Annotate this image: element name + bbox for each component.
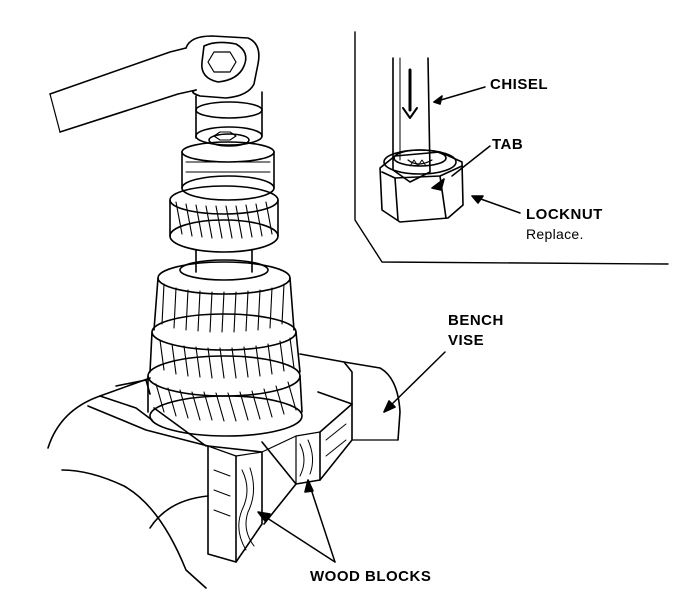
- gear-stack: [147, 261, 303, 437]
- socket: [195, 91, 263, 147]
- label-vise: VISE: [448, 332, 485, 349]
- shaft-mid: [179, 249, 269, 281]
- label-wood-blocks: WOOD BLOCKS: [310, 568, 432, 585]
- wrench: [49, 35, 260, 133]
- chisel-tool: [392, 57, 431, 183]
- upper-bearing: [181, 141, 275, 201]
- label-bench: BENCH: [448, 312, 504, 329]
- locknut-closeup: [379, 149, 464, 223]
- wood-block-front: [207, 445, 263, 563]
- inset-frame: [354, 31, 669, 265]
- label-locknut: LOCKNUT: [526, 206, 603, 223]
- helical-gear-upper: [169, 185, 279, 253]
- wood-block-rear: [261, 391, 353, 485]
- inset-leaders: [431, 86, 521, 214]
- label-replace: Replace.: [526, 226, 584, 242]
- inset-panel: [354, 31, 669, 265]
- label-tab: TAB: [492, 136, 524, 153]
- bench-vise: [47, 353, 401, 589]
- label-chisel: CHISEL: [490, 76, 549, 93]
- main-leaders: [257, 351, 446, 563]
